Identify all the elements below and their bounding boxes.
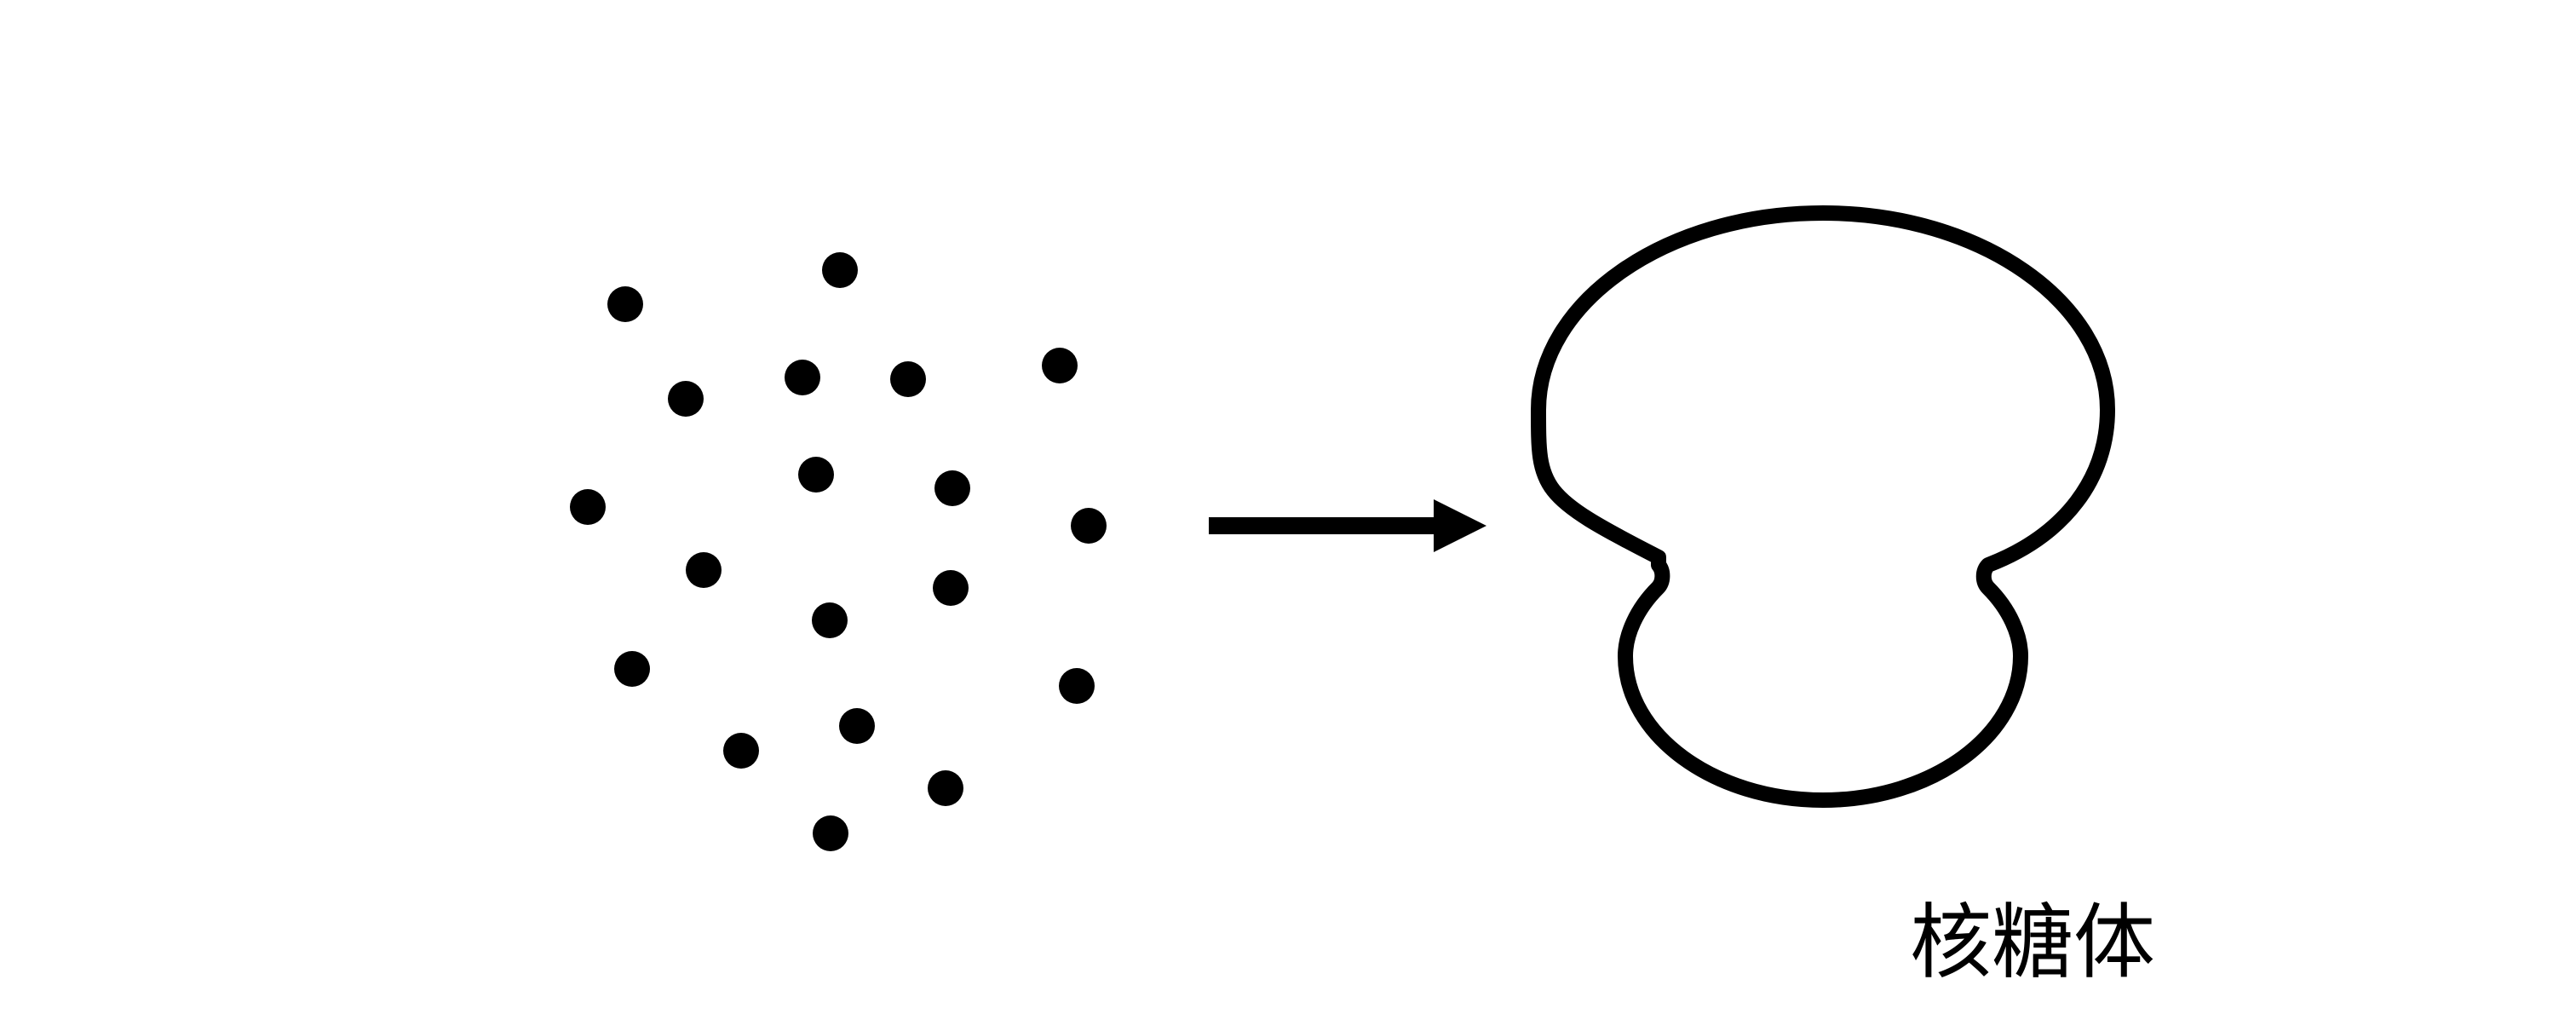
arrow-head: [1434, 499, 1486, 552]
arrow-icon: [1209, 499, 1486, 552]
particle-dot: [570, 489, 606, 525]
particle-dot: [1042, 348, 1078, 383]
arrow-shaft: [1209, 517, 1439, 534]
particle-dot: [934, 470, 970, 506]
particle-dot: [686, 552, 722, 588]
scattered-particles: [570, 252, 1107, 851]
particle-dot: [668, 381, 704, 417]
particle-dot: [933, 570, 969, 606]
particle-dot: [723, 733, 759, 769]
particle-dot: [812, 602, 848, 638]
particle-dot: [785, 360, 820, 395]
particle-dot: [1059, 668, 1095, 704]
particle-dot: [614, 651, 650, 687]
particle-dot: [839, 708, 875, 744]
particle-dot: [928, 770, 963, 806]
particle-dot: [890, 361, 926, 397]
particle-dot: [813, 815, 848, 851]
particle-dot: [1071, 508, 1107, 544]
ribosome-outline: [1531, 205, 2115, 808]
particle-dot: [607, 286, 643, 322]
ribosome-label: 核糖体: [1910, 895, 2155, 990]
particle-dot: [798, 457, 834, 493]
particle-dot: [822, 252, 858, 288]
